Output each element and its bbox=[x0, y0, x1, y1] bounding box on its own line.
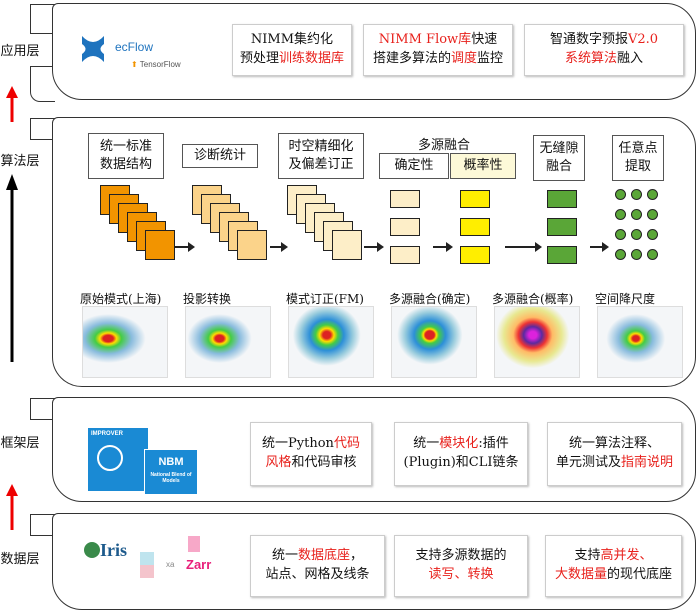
deterministic-rect bbox=[390, 218, 420, 236]
app-box-1: NIMM集约化预处理训练数据库 bbox=[232, 24, 352, 76]
layer-label-data: 数据层 bbox=[0, 552, 40, 567]
step-refine: 时空精细化及偏差订正 bbox=[278, 133, 364, 179]
forecast-map-image bbox=[597, 306, 683, 378]
panel-tab bbox=[30, 398, 55, 420]
step-unify-data: 统一标准数据结构 bbox=[88, 133, 164, 179]
data-box-2: 支持多源数据的读写、转换 bbox=[394, 535, 528, 597]
forecast-map-image bbox=[288, 306, 374, 378]
globe-icon bbox=[84, 542, 100, 558]
map-label: 原始模式(上海) bbox=[80, 292, 162, 306]
layer-label-app: 应用层 bbox=[0, 44, 40, 59]
probabilistic-rect bbox=[460, 190, 490, 208]
point-dot bbox=[631, 189, 642, 200]
step-diagnostics: 诊断统计 bbox=[182, 144, 258, 168]
red-arrow-up-icon bbox=[6, 484, 18, 530]
iris-logo: Iris bbox=[84, 540, 127, 561]
magnifier-icon bbox=[97, 445, 123, 471]
xarray-cube-icon bbox=[140, 552, 154, 578]
probabilistic-rect bbox=[460, 218, 490, 236]
panel-tab bbox=[30, 514, 55, 536]
pale-layer-square bbox=[332, 230, 362, 260]
black-arrow-up-icon bbox=[6, 174, 18, 362]
data-box-3: 支持高并发、大数据量的现代底座 bbox=[545, 535, 682, 597]
light-orange-layer-square bbox=[237, 230, 267, 260]
step-fusion-deterministic: 确定性 bbox=[379, 153, 449, 179]
layer-label-framework: 框架层 bbox=[0, 436, 40, 451]
seamless-rect bbox=[547, 246, 577, 264]
deterministic-rect bbox=[390, 190, 420, 208]
ecflow-logo-icon bbox=[82, 36, 104, 62]
tensorflow-icon: ⬆ bbox=[131, 60, 138, 69]
forecast-map-image bbox=[185, 306, 271, 378]
arrow-right-icon bbox=[364, 242, 384, 252]
app-box-2: NIMM Flow库快速搭建多算法的调度监控 bbox=[363, 24, 513, 76]
map-label: 投影转换 bbox=[183, 292, 232, 306]
data-box-1: 统一数据底座，站点、网格及线条 bbox=[250, 535, 385, 597]
ecflow-logo: ecFlow bbox=[115, 40, 154, 54]
xarray-logo: xa bbox=[166, 560, 175, 569]
layer-label-algo: 算法层 bbox=[0, 154, 40, 169]
point-dot bbox=[615, 249, 626, 260]
point-dot bbox=[631, 209, 642, 220]
map-label: 多源融合(确定) bbox=[389, 292, 471, 306]
red-arrow-up-icon bbox=[6, 86, 18, 122]
arrow-right-icon bbox=[590, 242, 609, 252]
point-dot bbox=[647, 209, 658, 220]
point-dot bbox=[647, 249, 658, 260]
step-seamless: 无缝隙融合 bbox=[533, 135, 585, 181]
panel-tab bbox=[30, 4, 55, 34]
forecast-map-image bbox=[82, 306, 168, 378]
point-dot bbox=[615, 209, 626, 220]
point-dot bbox=[647, 189, 658, 200]
map-label: 模式订正(FM) bbox=[286, 292, 364, 306]
framework-box-3: 统一算法注释、单元测试及指南说明 bbox=[547, 422, 682, 486]
seamless-rect bbox=[547, 190, 577, 208]
tensorflow-logo: ⬆ TensorFlow bbox=[131, 60, 181, 69]
point-dot bbox=[631, 249, 642, 260]
arrow-right-icon bbox=[175, 242, 195, 252]
framework-box-2: 统一模块化:插件(Plugin)和CLI链条 bbox=[394, 422, 528, 486]
arrow-right-icon bbox=[505, 242, 542, 252]
probabilistic-rect bbox=[460, 246, 490, 264]
deterministic-rect bbox=[390, 246, 420, 264]
step-point-extract: 任意点提取 bbox=[612, 135, 664, 181]
framework-box-1: 统一Python代码风格和代码审核 bbox=[250, 422, 372, 486]
step-fusion-title: 多源融合 bbox=[418, 138, 471, 153]
arrow-right-icon bbox=[270, 242, 288, 252]
forecast-map-image bbox=[391, 306, 477, 378]
zarr-logo: Zarr bbox=[186, 557, 212, 572]
panel-tab bbox=[30, 118, 55, 140]
forecast-map-image bbox=[494, 306, 580, 378]
orange-layer-square bbox=[145, 230, 175, 260]
layer-arrows bbox=[6, 86, 18, 530]
step-fusion-probabilistic: 概率性 bbox=[450, 153, 516, 179]
seamless-rect bbox=[547, 218, 577, 236]
improver-logo: IMPROVER bbox=[88, 428, 148, 491]
zarr-icon bbox=[188, 536, 200, 552]
panel-tab bbox=[30, 66, 55, 102]
point-dot bbox=[615, 189, 626, 200]
point-dot bbox=[631, 229, 642, 240]
map-label: 多源融合(概率) bbox=[492, 292, 574, 306]
map-label: 空间降尺度 bbox=[595, 292, 656, 306]
point-dot bbox=[615, 229, 626, 240]
arrow-right-icon bbox=[433, 242, 453, 252]
point-dot bbox=[647, 229, 658, 240]
